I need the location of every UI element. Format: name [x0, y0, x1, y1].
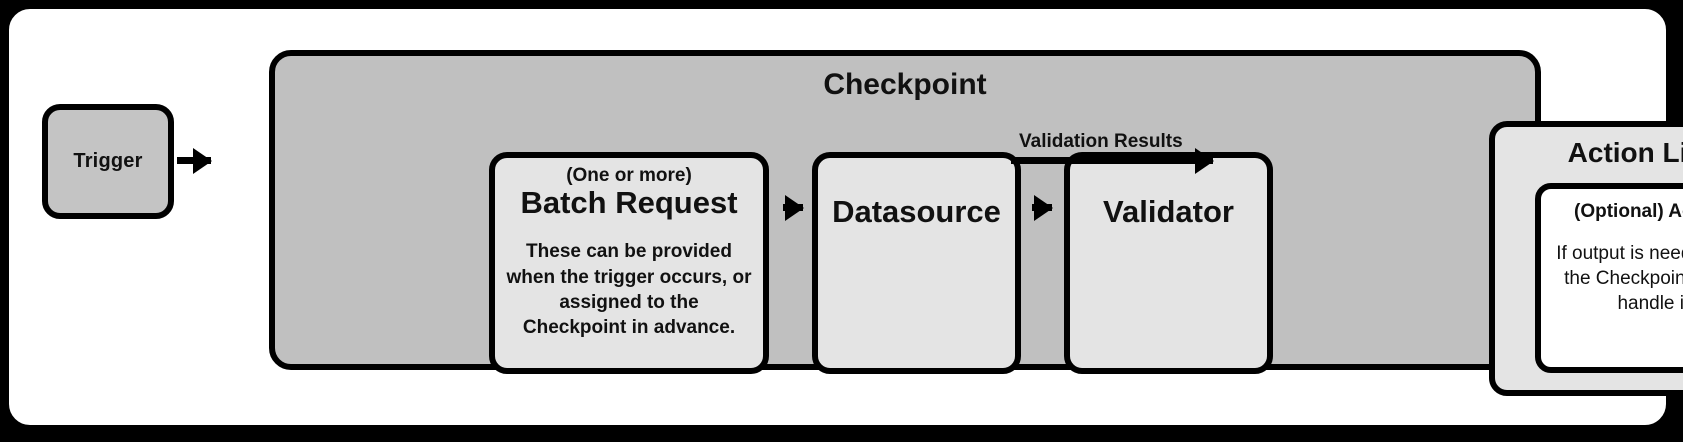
action-list-title: Action List [1567, 137, 1683, 168]
diagram-canvas: Trigger Checkpoint (One or more) Batch R… [4, 4, 1683, 430]
batch-request-kicker: (One or more) [566, 165, 692, 186]
arrow-batch-request-to-datasource [783, 204, 803, 211]
checkpoint-container: Checkpoint (One or more) Batch Request T… [269, 50, 1683, 396]
validator-node[interactable]: Validator [1064, 152, 1273, 374]
trigger-label: Trigger [73, 150, 143, 172]
datasource-title: Datasource [832, 194, 1001, 229]
arrow-validator-to-action-list [1011, 157, 1213, 164]
actions-node[interactable]: (Optional) Actions If output is needed f… [1535, 183, 1683, 373]
validator-title: Validator [1103, 194, 1234, 229]
arrow-trigger-to-batch-request [177, 157, 211, 164]
actions-kicker: (Optional) Actions [1574, 201, 1683, 222]
datasource-node[interactable]: Datasource [812, 152, 1021, 374]
batch-request-title: Batch Request [520, 184, 738, 220]
trigger-node[interactable]: Trigger [42, 104, 174, 219]
batch-request-node[interactable]: (One or more) Batch Request These can be… [489, 152, 769, 374]
checkpoint-title: Checkpoint [823, 68, 987, 101]
batch-request-body: These can be provided when the trigger o… [506, 241, 752, 338]
action-list-container: Action List (Optional) Actions If output… [1489, 121, 1683, 396]
validation-results-label: Validation Results [1019, 131, 1183, 152]
arrow-datasource-to-validator [1032, 204, 1052, 211]
actions-body: If output is needed from the Checkpoint,… [1556, 243, 1683, 315]
